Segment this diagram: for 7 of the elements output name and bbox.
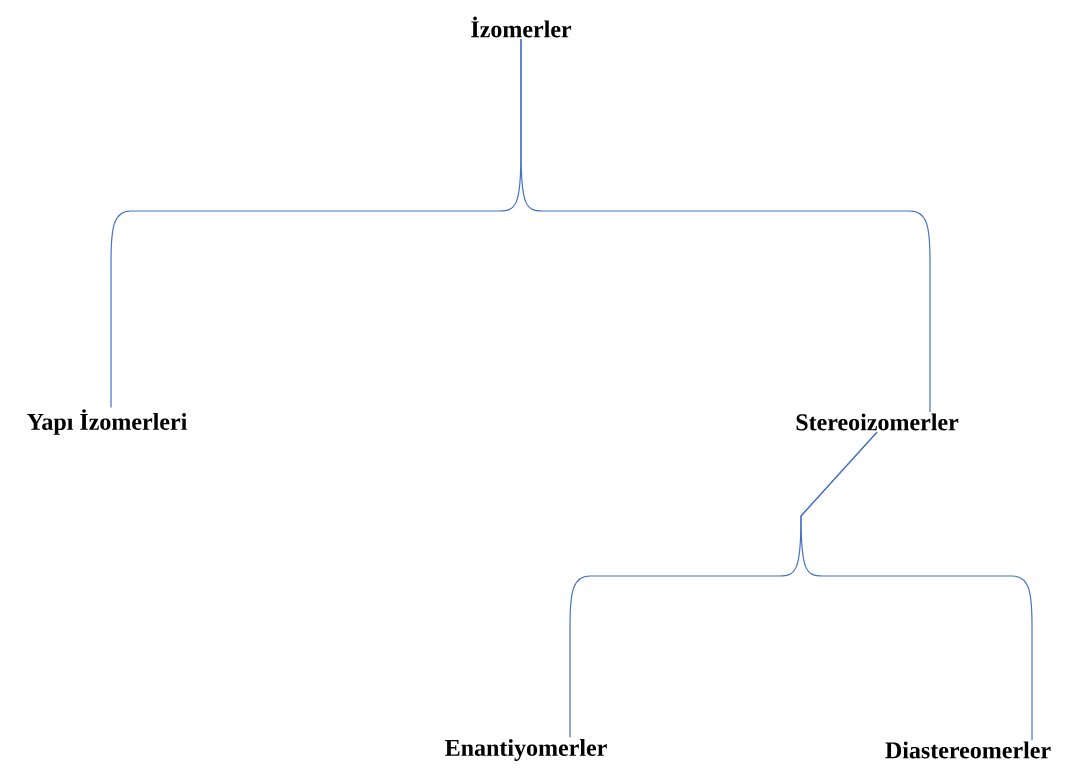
node-label: Diastereomerler — [885, 741, 1051, 759]
node-label: Enantiyomerler — [445, 739, 607, 761]
node-label: İzomerler — [471, 16, 572, 38]
node-label: Yapı İzomerleri — [27, 409, 187, 435]
brace-connector — [800, 431, 1033, 741]
node-label: Stereoizomerler — [796, 413, 959, 431]
brace-connector — [520, 38, 931, 413]
